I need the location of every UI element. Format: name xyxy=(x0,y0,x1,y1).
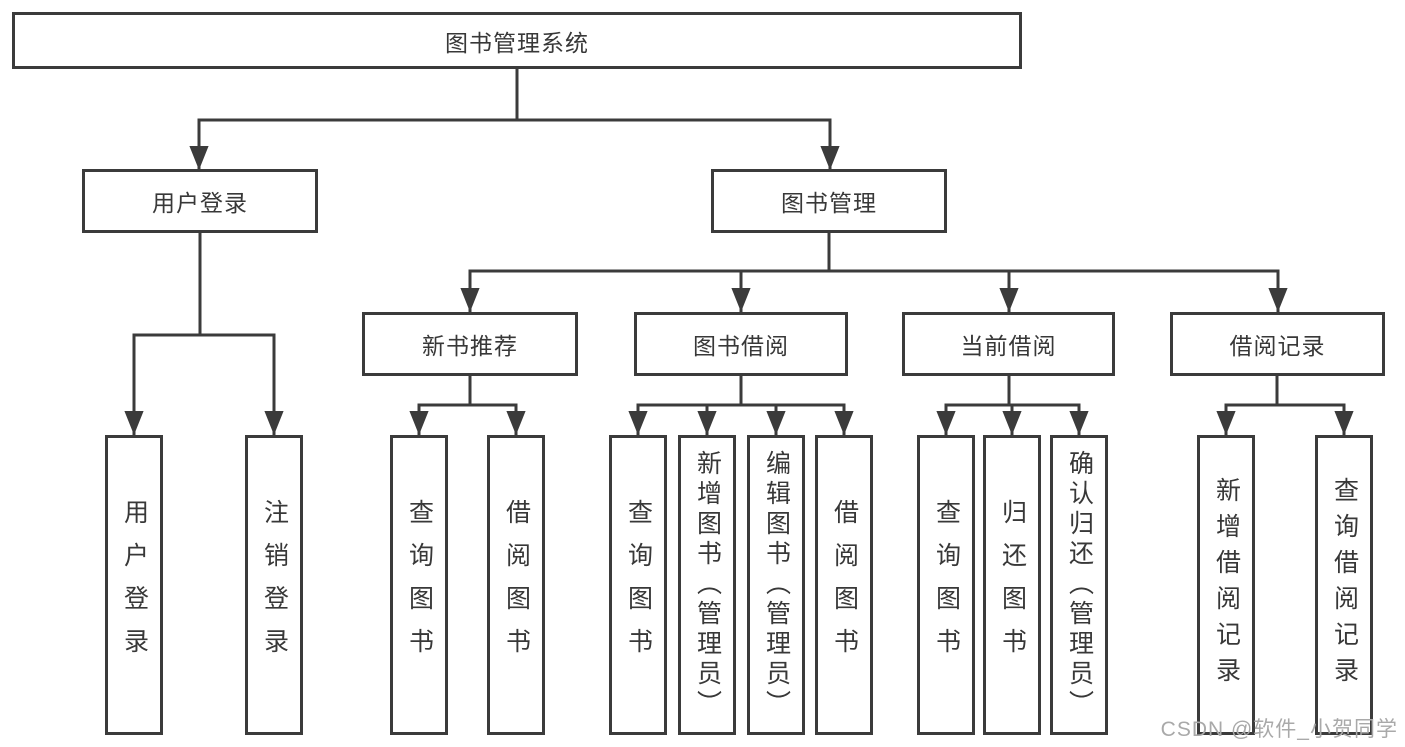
node-label: 图书借阅 xyxy=(693,333,789,359)
node-user-login: 用户登录 xyxy=(82,169,318,233)
leaf-query-borrow-record: 查询借阅记录 xyxy=(1315,435,1373,735)
leaf-label: 新增图书（管理员） xyxy=(693,450,722,720)
leaf-label: 借阅图书 xyxy=(830,499,859,671)
leaf-label: 编辑图书（管理员） xyxy=(762,450,791,720)
leaf-logout: 注销登录 xyxy=(245,435,303,735)
csdn-watermark: CSDN @软件_小贺同学 xyxy=(1160,718,1398,741)
leaf-label: 查询借阅记录 xyxy=(1330,477,1359,693)
leaf-label: 借阅图书 xyxy=(502,499,531,671)
leaf-return-books: 归还图书 xyxy=(983,435,1041,735)
leaf-user-login: 用户登录 xyxy=(105,435,163,735)
node-label: 用户登录 xyxy=(152,190,248,216)
node-label: 新书推荐 xyxy=(422,333,518,359)
node-label: 图书管理 xyxy=(781,190,877,216)
leaf-label: 查询图书 xyxy=(932,499,961,671)
leaf-label: 注销登录 xyxy=(260,499,289,671)
leaf-add-books-admin: 新增图书（管理员） xyxy=(678,435,736,735)
leaf-label: 确认归还（管理员） xyxy=(1065,450,1094,720)
leaf-confirm-return-admin: 确认归还（管理员） xyxy=(1050,435,1108,735)
node-label: 当前借阅 xyxy=(960,333,1057,359)
leaf-label: 查询图书 xyxy=(624,499,653,671)
leaf-add-borrow-record: 新增借阅记录 xyxy=(1197,435,1255,735)
leaf-label: 查询图书 xyxy=(405,499,434,671)
leaf-borrow-books: 借阅图书 xyxy=(815,435,873,735)
node-library-management-system: 图书管理系统 xyxy=(12,12,1022,69)
node-book-management: 图书管理 xyxy=(711,169,947,233)
leaf-query-books: 查询图书 xyxy=(917,435,975,735)
leaf-edit-books-admin: 编辑图书（管理员） xyxy=(747,435,805,735)
leaf-query-books: 查询图书 xyxy=(390,435,448,735)
leaf-label: 用户登录 xyxy=(120,499,149,671)
node-label: 图书管理系统 xyxy=(445,29,589,56)
node-borrowing-records: 借阅记录 xyxy=(1170,312,1385,376)
leaf-label: 归还图书 xyxy=(998,499,1027,671)
leaf-borrow-books: 借阅图书 xyxy=(487,435,545,735)
leaf-label: 新增借阅记录 xyxy=(1212,477,1241,693)
node-current-borrowing: 当前借阅 xyxy=(902,312,1115,376)
leaf-query-books: 查询图书 xyxy=(609,435,667,735)
node-label: 借阅记录 xyxy=(1229,333,1326,359)
node-new-book-recommendation: 新书推荐 xyxy=(362,312,578,376)
node-book-borrowing: 图书借阅 xyxy=(634,312,848,376)
